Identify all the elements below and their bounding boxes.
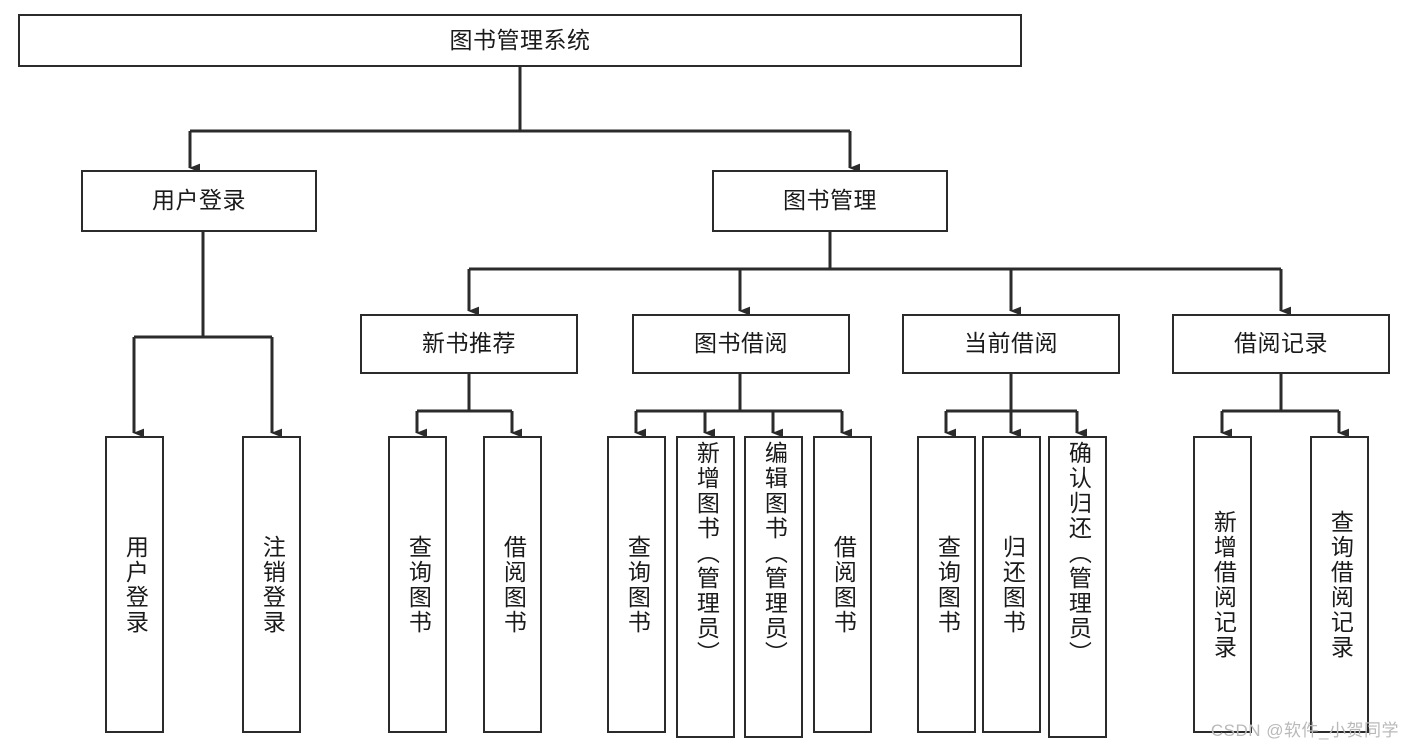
node-leaf-query-borrow-record[interactable]: 查询借阅记录 xyxy=(1310,436,1369,733)
watermark-text: CSDN @软件_小贺同学 xyxy=(1210,721,1399,740)
node-label: 查询图书 xyxy=(405,534,432,635)
node-book-manage[interactable]: 图书管理 xyxy=(712,170,948,232)
node-label: 图书管理 xyxy=(783,187,877,214)
node-label: 归还图书 xyxy=(999,534,1026,635)
node-label: 用户登录 xyxy=(152,187,246,214)
node-label: 确认归还（管理员） xyxy=(1065,441,1092,666)
node-label: 图书借阅 xyxy=(694,330,788,357)
connector-borrow-record-to-leaves xyxy=(1220,374,1349,438)
node-label: 借阅记录 xyxy=(1234,330,1328,357)
node-label: 新增借阅记录 xyxy=(1210,509,1237,660)
connector-current-borrow-to-leaves xyxy=(944,374,1087,438)
node-leaf-query-book-borrow[interactable]: 查询图书 xyxy=(607,436,666,733)
node-label: 查询借阅记录 xyxy=(1327,509,1354,660)
node-current-borrow[interactable]: 当前借阅 xyxy=(902,314,1120,374)
node-user-login[interactable]: 用户登录 xyxy=(81,170,317,232)
node-leaf-return-book[interactable]: 归还图书 xyxy=(982,436,1041,733)
node-root-system[interactable]: 图书管理系统 xyxy=(18,14,1022,67)
connector-root-to-level2 xyxy=(188,66,860,173)
node-label: 借阅图书 xyxy=(500,534,527,635)
connector-book-manage-to-level3 xyxy=(467,232,1291,316)
node-leaf-query-book-recommend[interactable]: 查询图书 xyxy=(388,436,447,733)
node-label: 新书推荐 xyxy=(422,330,516,357)
node-leaf-query-book-current[interactable]: 查询图书 xyxy=(917,436,976,733)
node-leaf-edit-book-admin[interactable]: 编辑图书（管理员） xyxy=(744,436,803,738)
node-label: 图书管理系统 xyxy=(449,26,591,53)
connector-book-borrow-to-leaves xyxy=(634,374,852,438)
node-label: 用户登录 xyxy=(122,534,149,635)
connector-user-login-to-leaves xyxy=(132,232,282,438)
node-leaf-user-login[interactable]: 用户登录 xyxy=(105,436,164,733)
node-leaf-add-borrow-record[interactable]: 新增借阅记录 xyxy=(1193,436,1252,733)
node-label: 编辑图书（管理员） xyxy=(761,441,788,666)
node-book-borrow[interactable]: 图书借阅 xyxy=(632,314,850,374)
node-leaf-borrow-book[interactable]: 借阅图书 xyxy=(813,436,872,733)
node-label: 查询图书 xyxy=(934,534,961,635)
node-new-book-recommend[interactable]: 新书推荐 xyxy=(360,314,578,374)
node-leaf-confirm-return-admin[interactable]: 确认归还（管理员） xyxy=(1048,436,1107,738)
node-label: 注销登录 xyxy=(259,534,286,635)
node-borrow-record[interactable]: 借阅记录 xyxy=(1172,314,1390,374)
node-leaf-add-book-admin[interactable]: 新增图书（管理员） xyxy=(676,436,735,738)
node-label: 当前借阅 xyxy=(964,330,1058,357)
connector-new-book-rec-to-leaves xyxy=(415,374,522,438)
node-label: 借阅图书 xyxy=(830,534,857,635)
node-leaf-logout[interactable]: 注销登录 xyxy=(242,436,301,733)
node-label: 查询图书 xyxy=(624,534,651,635)
node-leaf-borrow-book-recommend[interactable]: 借阅图书 xyxy=(483,436,542,733)
node-label: 新增图书（管理员） xyxy=(693,441,720,666)
